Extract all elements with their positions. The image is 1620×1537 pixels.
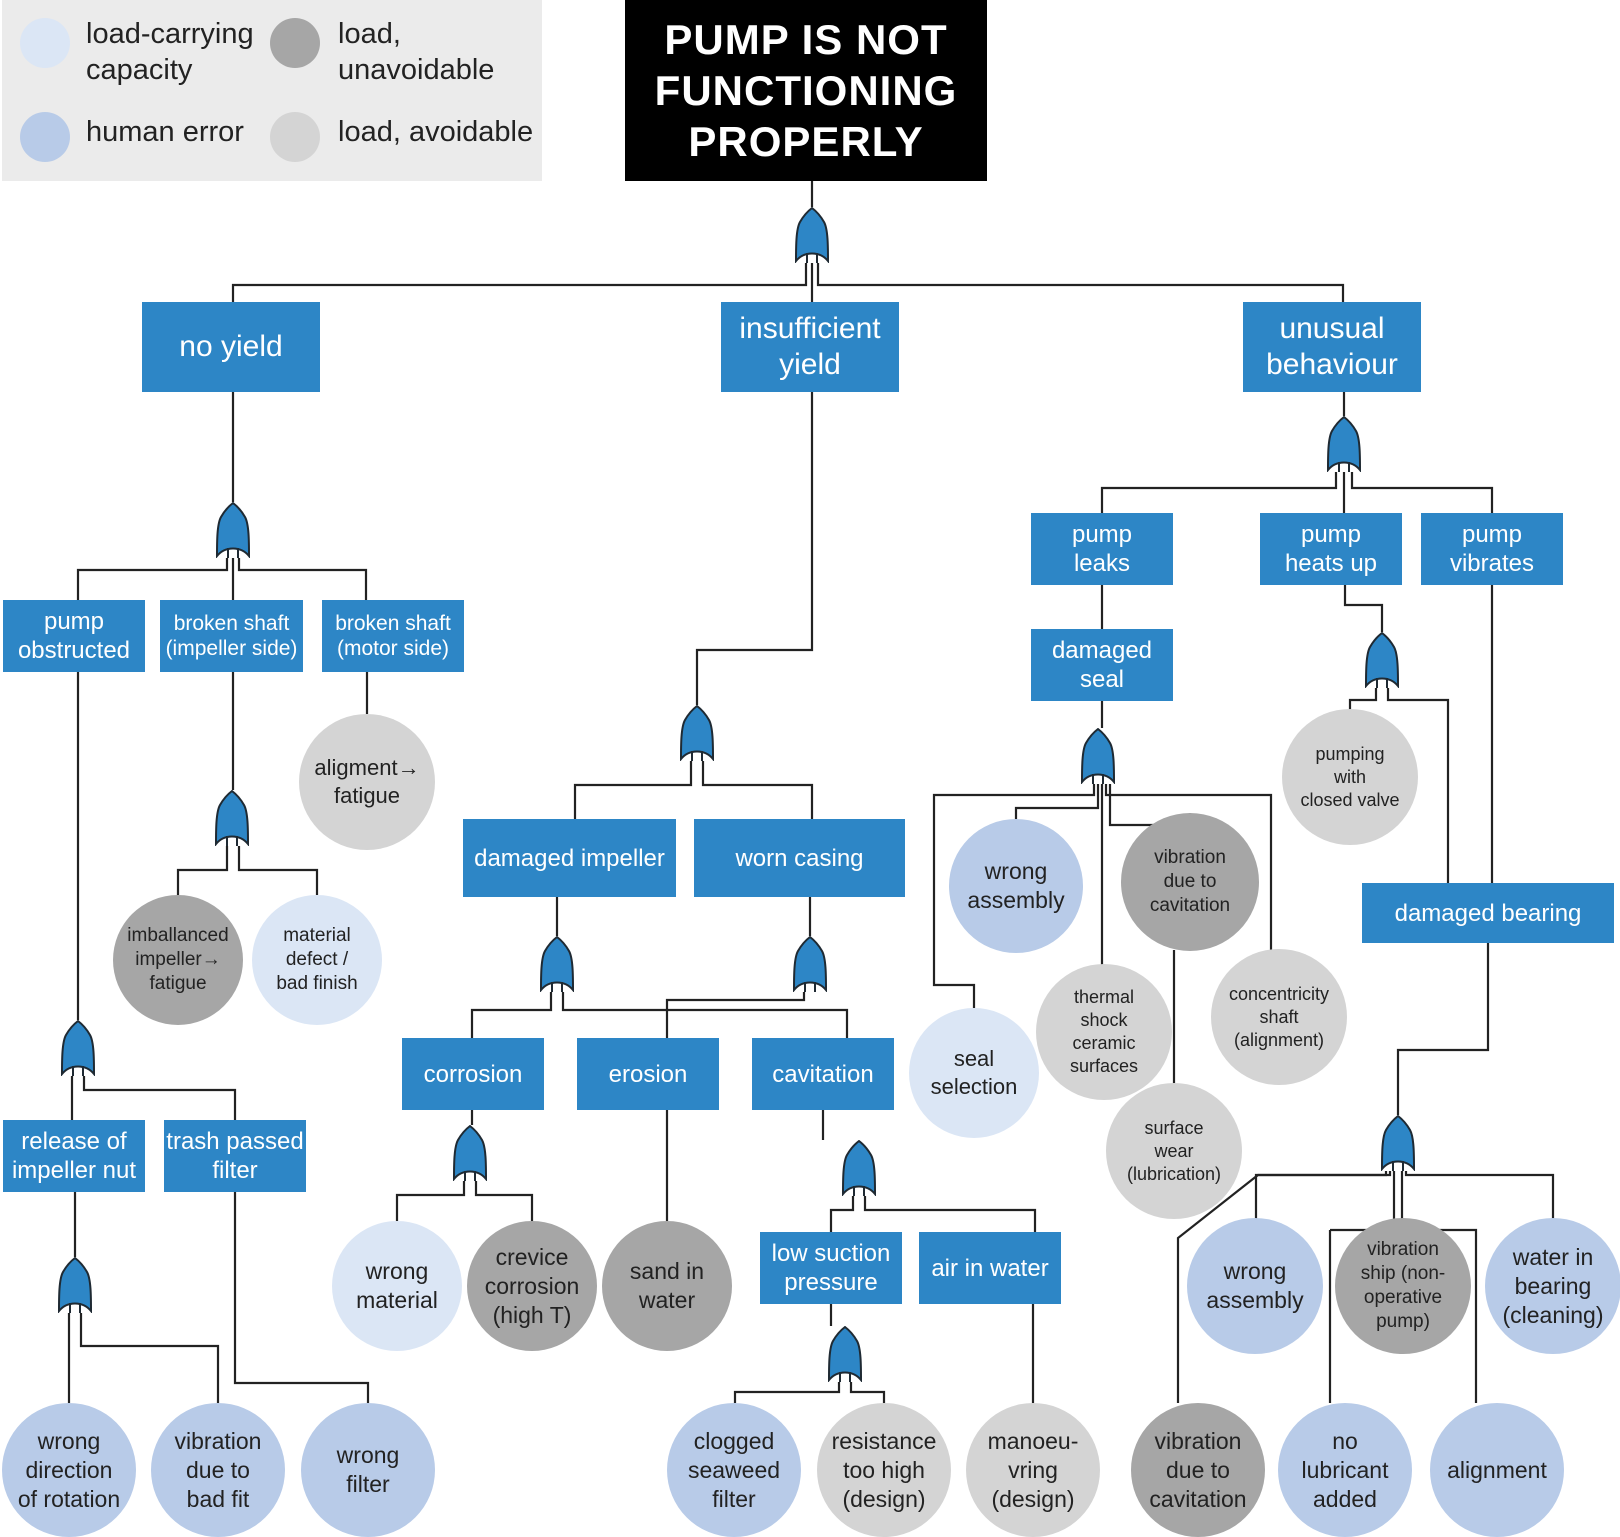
- event-box-insufficient-yield: insufficient yield: [721, 302, 899, 392]
- connector-line: [695, 392, 814, 705]
- cause-circle-material-defect: material defect / bad finish: [252, 895, 382, 1025]
- cause-circle-wrong-material: wrong material: [332, 1221, 462, 1351]
- connector-line: [1348, 688, 1378, 711]
- cause-circle-wrong-assembly-bearing: wrong assembly: [1187, 1218, 1323, 1354]
- event-box-worn-casing: worn casing: [694, 819, 905, 897]
- event-box-damaged-bearing: damaged bearing: [1362, 883, 1614, 943]
- cause-circle-seal-selection: seal selection: [909, 1008, 1039, 1138]
- event-box-trash-passed-filter: trash passed filter: [164, 1120, 306, 1192]
- cause-circle-manoeuvring-design: manoeu- vring (design): [966, 1403, 1100, 1537]
- connector-line: [1176, 1171, 1388, 1403]
- connector-line: [233, 1192, 370, 1403]
- legend-swatch-load-unavoidable: [270, 18, 320, 68]
- connector-line: [82, 1076, 237, 1120]
- cause-circle-no-lubricant: no lubricant added: [1278, 1403, 1412, 1537]
- event-box-pump-leaks: pump leaks: [1031, 513, 1173, 585]
- connector-line: [395, 1181, 466, 1221]
- event-box-air-in-water: air in water: [919, 1232, 1061, 1304]
- cause-circle-thermal-shock: thermal shock ceramic surfaces: [1036, 964, 1172, 1100]
- legend-label-load-carrying-capacity: load-carrying capacity: [86, 18, 254, 86]
- connector-line: [176, 846, 229, 895]
- event-box-pump-heats-up: pump heats up: [1260, 513, 1402, 585]
- legend-label-human-error: human error: [86, 116, 244, 148]
- legend-swatch-human-error: [20, 112, 70, 162]
- cause-circle-water-in-bearing: water in bearing (cleaning): [1485, 1218, 1620, 1354]
- connector-line: [863, 1196, 1037, 1232]
- cause-circle-wrong-filter: wrong filter: [301, 1403, 435, 1537]
- cause-circle-aligment-fatigue: aligment→ fatigue: [299, 714, 435, 850]
- event-box-pump-obstructed: pump obstructed: [3, 600, 145, 672]
- connector-line: [1396, 943, 1490, 1115]
- cause-circle-pumping-closed-valve: pumping with closed valve: [1282, 709, 1418, 845]
- event-box-corrosion: corrosion: [402, 1038, 544, 1110]
- cause-circle-surface-wear: surface wear (lubrication): [1106, 1083, 1242, 1219]
- connector-line: [733, 1382, 841, 1403]
- connector-line: [573, 761, 693, 819]
- event-box-low-suction-pressure: low suction pressure: [760, 1232, 902, 1304]
- connector-line: [665, 992, 806, 1038]
- event-box-erosion: erosion: [577, 1038, 719, 1110]
- connector-line: [561, 992, 849, 1038]
- cause-circle-vibration-ship: vibration ship (non- operative pump): [1335, 1218, 1471, 1354]
- cause-circle-crevice-corrosion: crevice corrosion (high T): [467, 1221, 597, 1351]
- legend-swatch-load-carrying-capacity: [20, 18, 70, 68]
- connector-line: [474, 1181, 534, 1221]
- event-box-broken-shaft-impeller: broken shaft (impeller side): [160, 600, 303, 672]
- connector-line: [76, 558, 229, 600]
- cause-circle-imballanced-impeller-fatigue: imballanced impeller→ fatigue: [113, 895, 243, 1025]
- connector-line: [1404, 1171, 1555, 1220]
- connector-line: [237, 558, 368, 600]
- cause-circle-vibration-cavitation-seal: vibration due to cavitation: [1121, 813, 1259, 951]
- connector-line: [237, 846, 319, 895]
- connector-line: [701, 761, 814, 819]
- legend-swatch-load-avoidable: [270, 112, 320, 162]
- cause-circle-vibration-cavitation-bearing: vibration due to cavitation: [1131, 1403, 1265, 1537]
- cause-circle-concentricity-shaft: concentricity shaft (alignment): [1211, 949, 1347, 1085]
- event-box-release-impeller-nut: release of impeller nut: [3, 1120, 145, 1192]
- top-event: PUMP IS NOT FUNCTIONING PROPERLY: [625, 0, 987, 181]
- event-box-pump-vibrates: pump vibrates: [1421, 513, 1563, 585]
- connector-line: [470, 992, 553, 1038]
- cause-circle-vibration-bad-fit: vibration due to bad fit: [151, 1403, 285, 1537]
- connector-line: [1014, 784, 1100, 819]
- connector-line: [932, 784, 1096, 1008]
- legend-label-load-avoidable: load, avoidable: [338, 116, 534, 148]
- cause-circle-sand-in-water: sand in water: [602, 1221, 732, 1351]
- cause-circle-clogged-seaweed-filter: clogged seaweed filter: [667, 1403, 801, 1537]
- connector-line: [1104, 784, 1273, 984]
- legend-label-load-unavoidable: load, unavoidable: [338, 18, 495, 86]
- connector-line: [231, 263, 808, 302]
- cause-circle-wrong-assembly-seal: wrong assembly: [949, 819, 1083, 953]
- legend: load-carrying capacity load, unavoidable…: [2, 0, 542, 181]
- cause-circle-wrong-direction-rotation: wrong direction of rotation: [2, 1403, 136, 1537]
- connector-line: [79, 1313, 220, 1403]
- connector-line: [1350, 472, 1494, 513]
- connector-line: [1100, 472, 1338, 513]
- connector-line: [829, 1196, 855, 1232]
- connector-line: [849, 1382, 886, 1403]
- cause-circle-resistance-too-high: resistance too high (design): [817, 1403, 951, 1537]
- connector-line: [816, 263, 1345, 302]
- cause-circle-alignment: alignment: [1430, 1403, 1564, 1537]
- connector-line: [1386, 688, 1450, 883]
- event-box-cavitation: cavitation: [752, 1038, 894, 1110]
- connector-line: [1343, 585, 1384, 632]
- event-box-unusual-behaviour: unusual behaviour: [1243, 302, 1421, 392]
- event-box-damaged-impeller: damaged impeller: [463, 819, 676, 897]
- event-box-broken-shaft-motor: broken shaft (motor side): [322, 600, 464, 672]
- event-box-no-yield: no yield: [142, 302, 320, 392]
- event-box-damaged-seal: damaged seal: [1031, 629, 1173, 701]
